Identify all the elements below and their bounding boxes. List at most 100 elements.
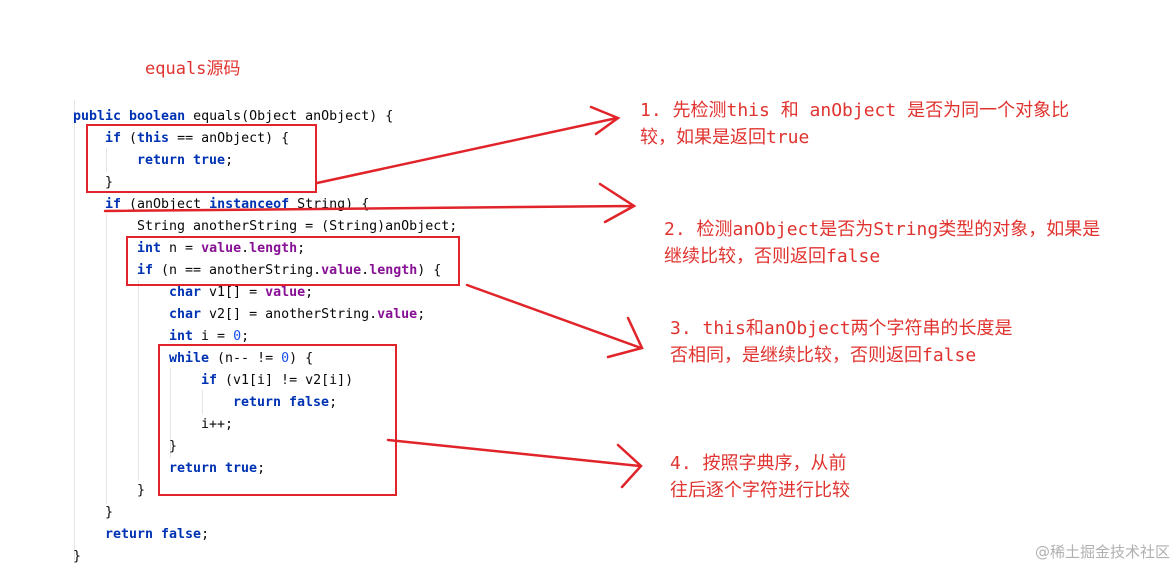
code-line: String anotherString = (String)anObject;: [137, 218, 457, 236]
code-token: v1[] =: [201, 285, 266, 300]
indent-guide: [106, 214, 107, 504]
code-token: int: [137, 241, 162, 256]
code-token: while: [169, 351, 210, 366]
code-token: ;: [329, 395, 338, 410]
code-token: }: [137, 483, 146, 498]
code-token: i++;: [201, 417, 234, 432]
code-token: (anObject: [121, 197, 210, 212]
annotation-1-line2: 较，如果是返回true: [640, 127, 810, 148]
code-token: length: [249, 241, 298, 256]
code-line: i++;: [201, 416, 233, 434]
code-line: if (this == anObject) {: [105, 130, 289, 148]
code-token: }: [105, 505, 114, 520]
indent-guide: [106, 148, 107, 172]
code-token: }: [169, 439, 178, 454]
code-token: return true: [137, 153, 226, 168]
code-token: 0: [233, 329, 242, 344]
arrow-4: [386, 438, 643, 489]
code-line: }: [105, 174, 113, 192]
code-token: 0: [281, 351, 290, 366]
code-token: ;: [225, 153, 234, 168]
code-token: char: [169, 285, 202, 300]
arrow-1: [315, 105, 621, 185]
code-token: return true: [169, 461, 258, 476]
code-line: return true;: [137, 152, 233, 170]
code-token: value: [377, 307, 418, 322]
annotation-3-line1: 3. this和anObject两个字符串的长度是: [670, 318, 1013, 339]
code-token: char: [169, 307, 202, 322]
code-token: value: [201, 241, 242, 256]
code-token: .: [361, 263, 370, 278]
code-token: return false: [233, 395, 330, 410]
annotation-3: 3. this和anObject两个字符串的长度是 否相同，是继续比较，否则返回…: [670, 315, 1013, 369]
code-token: n =: [161, 241, 202, 256]
code-token: if: [105, 131, 122, 146]
code-line: while (n-- != 0) {: [169, 350, 313, 368]
code-token: equals(Object anObject) {: [185, 109, 394, 124]
code-line: if (n == anotherString.value.length) {: [137, 262, 441, 280]
indent-guide: [170, 368, 171, 458]
code-token: if: [137, 263, 154, 278]
code-token: ) {: [417, 263, 442, 278]
annotation-2: 2. 检测anObject是否为String类型的对象，如果是 继续比较，否则返…: [664, 216, 1100, 270]
annotation-2-line2: 继续比较，否则返回false: [664, 246, 881, 267]
code-token: == anObject) {: [169, 131, 290, 146]
code-token: String anotherString = (String)anObject;: [137, 219, 458, 234]
annotation-2-line1: 2. 检测anObject是否为String类型的对象，如果是: [664, 219, 1101, 240]
indent-guide: [138, 280, 139, 480]
highlight-box-identity-check: [86, 124, 317, 193]
code-block: public boolean equals(Object anObject) {…: [0, 0, 470, 569]
diagram-title: equals源码: [145, 59, 241, 79]
annotation-4-line1: 4. 按照字典序，从前: [670, 453, 847, 474]
arrow-3: [465, 283, 644, 359]
code-token: }: [73, 549, 82, 564]
code-token: return false: [105, 527, 202, 542]
code-line: int i = 0;: [169, 328, 249, 346]
code-token: if: [105, 197, 122, 212]
indent-guide: [202, 390, 203, 414]
code-token: .: [241, 241, 250, 256]
code-line: }: [169, 438, 177, 456]
annotation-1: 1. 先检测this 和 anObject 是否为同一个对象比 较，如果是返回t…: [640, 97, 1069, 151]
code-token: ;: [241, 329, 250, 344]
annotation-1-line1: 1. 先检测this 和 anObject 是否为同一个对象比: [640, 100, 1070, 121]
code-line: char v2[] = anotherString.value;: [169, 306, 425, 324]
code-token: v2[] = anotherString.: [201, 307, 378, 322]
code-line: if (v1[i] != v2[i]): [201, 372, 353, 390]
code-token: ) {: [289, 351, 314, 366]
annotation-4-line2: 往后逐个字符进行比较: [670, 480, 850, 501]
indent-guide: [74, 100, 75, 560]
code-token: ;: [201, 527, 210, 542]
code-token: (n == anotherString.: [153, 263, 322, 278]
code-line: return false;: [233, 394, 337, 412]
code-token: i =: [193, 329, 234, 344]
code-token: (n-- !=: [209, 351, 282, 366]
code-token: }: [105, 175, 114, 190]
code-token: public boolean: [73, 109, 186, 124]
code-line: return false;: [105, 526, 209, 544]
code-token: ;: [305, 285, 314, 300]
watermark: @稀土掘金技术社区: [1034, 543, 1170, 561]
code-line: public boolean equals(Object anObject) {: [73, 108, 393, 126]
code-token: ;: [257, 461, 266, 476]
code-token: this: [137, 131, 170, 146]
highlight-box-char-compare: [158, 344, 397, 496]
code-token: (: [121, 131, 138, 146]
code-token: if: [201, 373, 218, 388]
code-token: ;: [417, 307, 426, 322]
code-line: return true;: [169, 460, 265, 478]
code-token: length: [369, 263, 418, 278]
code-token: value: [321, 263, 362, 278]
code-line: int n = value.length;: [137, 240, 305, 258]
code-token: value: [265, 285, 306, 300]
highlight-box-length-check: [126, 236, 460, 286]
code-token: ;: [297, 241, 306, 256]
code-token: int: [169, 329, 194, 344]
code-line: }: [137, 482, 145, 500]
annotation-4: 4. 按照字典序，从前 往后逐个字符进行比较: [670, 450, 850, 504]
code-line: char v1[] = value;: [169, 284, 313, 302]
code-token: (v1[i] != v2[i]): [217, 373, 354, 388]
code-line: }: [105, 504, 113, 522]
code-line: }: [73, 548, 81, 566]
